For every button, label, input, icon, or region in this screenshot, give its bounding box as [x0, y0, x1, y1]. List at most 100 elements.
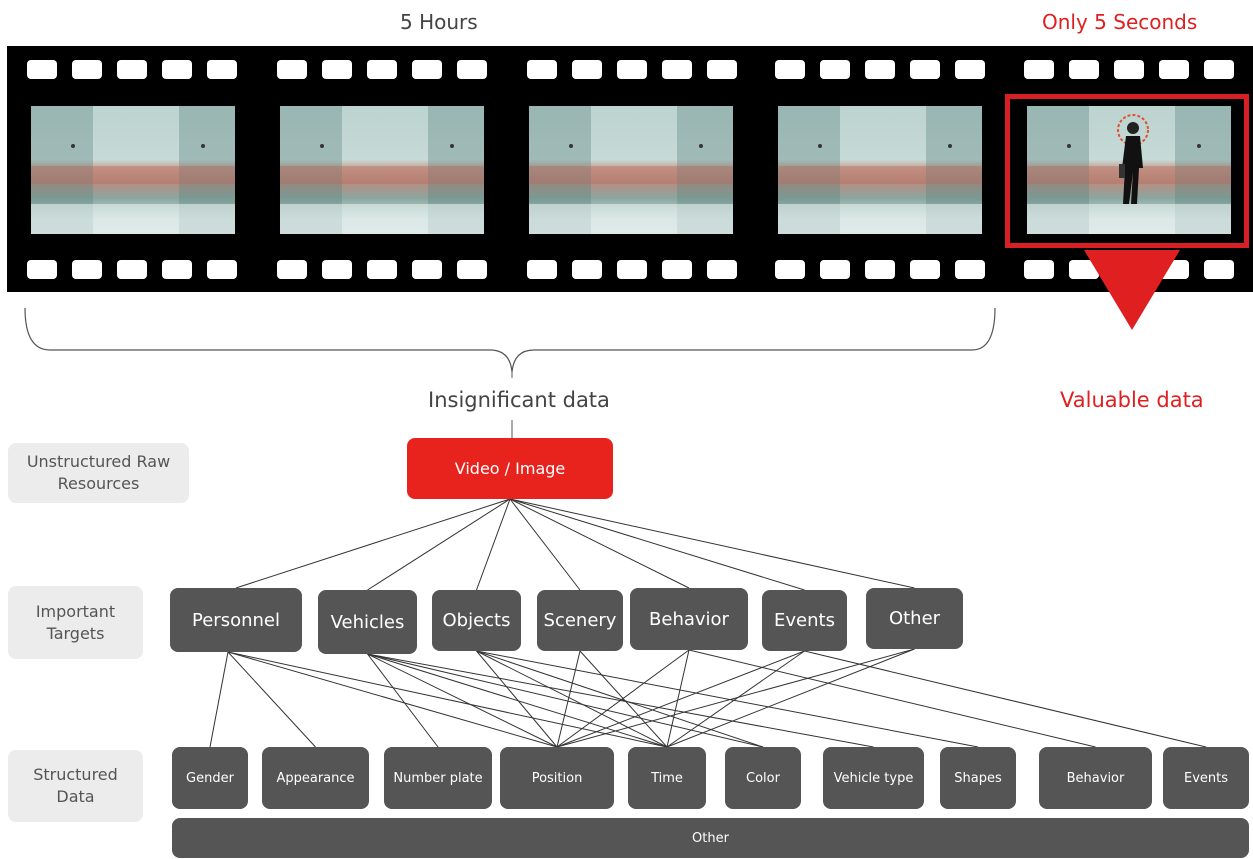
sprocket-hole: [367, 60, 397, 79]
tier-important-targets: Important Targets: [8, 586, 143, 659]
video-frame: [1027, 106, 1231, 234]
sprocket-hole: [457, 260, 487, 279]
sprocket-hole: [617, 60, 647, 79]
structured-gender: Gender: [172, 747, 248, 809]
edge-target-personnel-structured-appearance: [227, 651, 316, 748]
sprocket-hole: [27, 60, 57, 79]
edge-root-target-objects: [476, 498, 511, 591]
sprocket-hole: [72, 60, 102, 79]
sprocket-hole: [820, 260, 850, 279]
edge-target-vehicles-structured-number-plate: [367, 653, 439, 748]
sprocket-hole: [662, 260, 692, 279]
root-node-video-image: Video / Image: [407, 438, 613, 499]
sprocket-hole: [412, 60, 442, 79]
edge-target-behavior-structured-time: [666, 649, 690, 748]
sprocket-hole: [662, 60, 692, 79]
sprocket-hole: [865, 260, 895, 279]
structured-time: Time: [628, 747, 706, 809]
sprocket-hole: [207, 60, 237, 79]
edge-root-target-events: [509, 498, 805, 591]
target-personnel: Personnel: [170, 588, 302, 652]
structured-events: Events: [1163, 747, 1249, 809]
sprocket-hole: [1024, 60, 1054, 79]
edge-target-vehicles-structured-position: [367, 653, 558, 748]
structured-other: Other: [172, 818, 1249, 858]
target-scenery: Scenery: [537, 590, 623, 651]
video-frame: [529, 106, 733, 234]
edge-target-behavior-structured-position: [556, 649, 690, 748]
edge-root-target-behavior: [509, 498, 690, 589]
sprocket-hole: [162, 60, 192, 79]
edge-target-behavior-structured-behavior: [688, 649, 1096, 748]
edge-target-objects-structured-position: [476, 650, 558, 748]
sprocket-hole: [865, 60, 895, 79]
insignificant-data-label: Insignificant data: [428, 388, 610, 412]
edge-root-target-other: [509, 498, 915, 589]
sprocket-hole: [910, 260, 940, 279]
sprocket-hole: [527, 60, 557, 79]
edge-target-objects-structured-shapes: [476, 650, 979, 748]
sprocket-hole: [117, 260, 147, 279]
sprocket-hole: [955, 260, 985, 279]
duration-label: 5 Hours: [400, 10, 478, 34]
edge-target-events-structured-position: [556, 650, 805, 748]
edge-target-objects-structured-color: [476, 650, 764, 748]
edge-root-target-scenery: [509, 498, 581, 591]
edge-target-scenery-structured-time: [579, 650, 668, 748]
sprocket-hole: [117, 60, 147, 79]
structured-appearance: Appearance: [262, 747, 369, 809]
down-arrow-icon: [1084, 250, 1180, 330]
sprocket-hole: [572, 60, 602, 79]
edge-target-vehicles-structured-color: [367, 653, 764, 748]
brace: [24, 307, 996, 373]
video-frame: [31, 106, 235, 234]
sprocket-hole: [322, 60, 352, 79]
sprocket-hole: [707, 60, 737, 79]
edge-root-target-personnel: [235, 498, 511, 589]
sprocket-hole: [707, 260, 737, 279]
film-strip: [7, 46, 1253, 292]
target-behavior: Behavior: [630, 588, 748, 650]
edge-target-personnel-structured-position: [227, 651, 558, 748]
edge-target-events-structured-time: [666, 650, 805, 748]
edge-target-events-structured-events: [804, 650, 1207, 748]
sprocket-hole: [72, 260, 102, 279]
video-frame: [778, 106, 982, 234]
edge-root-target-vehicles: [367, 498, 511, 591]
sprocket-hole: [322, 260, 352, 279]
sprocket-hole: [1024, 260, 1054, 279]
edge-target-other-structured-time: [666, 648, 915, 748]
tier-raw-resources: Unstructured Raw Resources: [8, 443, 189, 503]
edge-target-scenery-structured-position: [556, 650, 581, 748]
sprocket-hole: [910, 60, 940, 79]
sprocket-hole: [27, 260, 57, 279]
structured-position: Position: [500, 747, 614, 809]
sprocket-hole: [820, 60, 850, 79]
structured-number-plate: Number plate: [384, 747, 492, 809]
edge-target-personnel-structured-gender: [209, 651, 229, 748]
sprocket-hole: [1159, 60, 1189, 79]
structured-color: Color: [725, 747, 801, 809]
sprocket-hole: [527, 260, 557, 279]
edge-target-personnel-structured-time: [227, 651, 668, 748]
sprocket-hole: [775, 60, 805, 79]
sprocket-hole: [775, 260, 805, 279]
edge-target-other-structured-position: [556, 648, 915, 748]
video-frame: [280, 106, 484, 234]
sprocket-hole: [162, 260, 192, 279]
target-vehicles: Vehicles: [318, 590, 417, 654]
sprocket-hole: [955, 60, 985, 79]
structured-vehicle-type: Vehicle type: [823, 747, 924, 809]
sprocket-hole: [207, 260, 237, 279]
sprocket-hole: [412, 260, 442, 279]
target-other: Other: [866, 588, 963, 649]
sprocket-hole: [367, 260, 397, 279]
structured-shapes: Shapes: [940, 747, 1016, 809]
sprocket-hole: [457, 60, 487, 79]
highlight-frame-box: [1005, 94, 1249, 248]
tier-structured-data: Structured Data: [8, 750, 143, 822]
sprocket-hole: [1069, 60, 1099, 79]
target-events: Events: [762, 590, 847, 651]
sprocket-hole: [617, 260, 647, 279]
